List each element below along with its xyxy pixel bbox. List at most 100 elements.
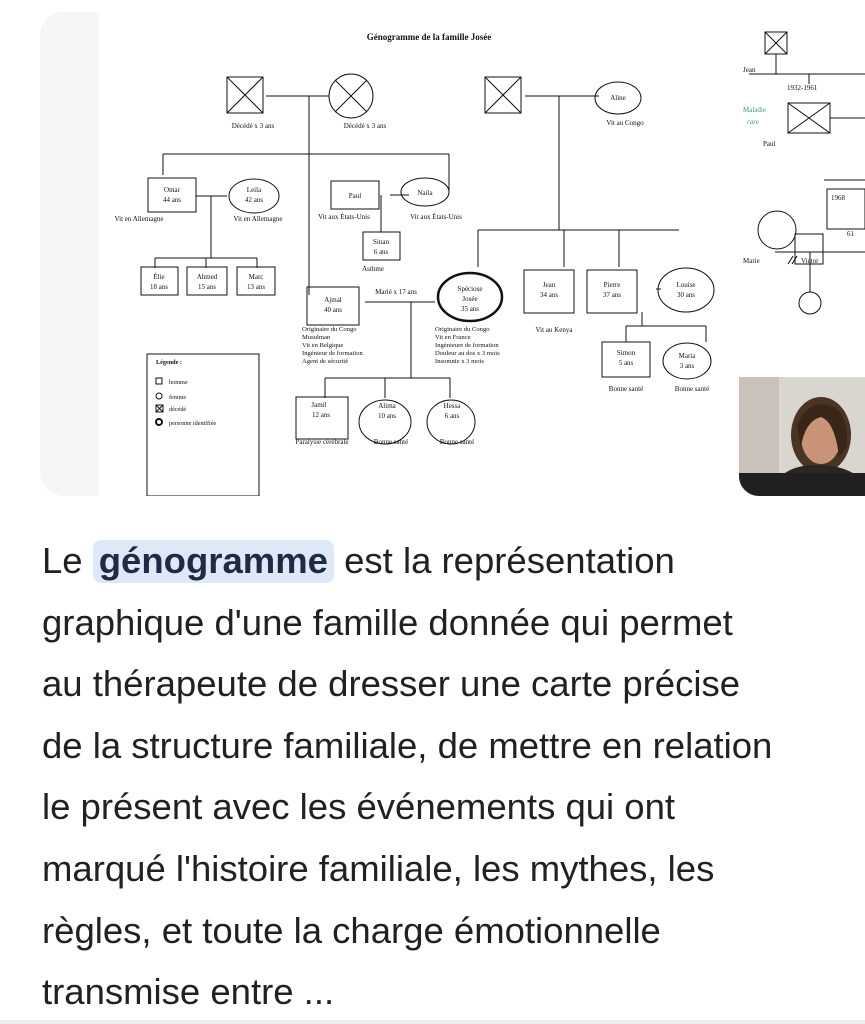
legend-item: décédé <box>169 406 186 413</box>
hessa-age: 6 ans <box>445 412 460 420</box>
ajmal-age: 40 ans <box>324 306 342 314</box>
naila-note: Vit aux États-Unis <box>410 213 462 221</box>
thumbnail-genogram: Jean 1932-1961 Maladie rare Paul 1968 61… <box>743 31 865 315</box>
hessa-name: Hessa <box>444 402 462 410</box>
presenter-photo <box>739 377 865 496</box>
leila-age: 42 ans <box>245 196 263 204</box>
thumb-marie: Marie <box>743 257 760 265</box>
snippet-word-le: Le <box>42 540 83 581</box>
snippet-line-1-rest: est la représentation <box>344 540 675 581</box>
genogram-diagram: Génogramme de la famille Josée Décédé x … <box>115 32 715 496</box>
ajmal-detail: Agent de sécurité <box>302 358 348 365</box>
elie-age: 18 ans <box>150 283 168 291</box>
highlighted-term[interactable]: génogramme <box>92 540 334 583</box>
simon-name: Simon <box>617 349 636 357</box>
speciose-detail: Douleur au dos x 3 mois <box>435 350 500 357</box>
speciose-name: Spéciose <box>458 285 483 293</box>
speciose-age: 35 ans <box>461 305 479 313</box>
jamil-age: 12 ans <box>312 411 330 419</box>
marriage-label: Marié x 17 ans <box>375 288 417 296</box>
jamil-note: Paralysie cérébrale <box>295 438 348 446</box>
legend-item: homme <box>169 379 188 386</box>
snippet-line: marqué l'histoire familiale, les mythes,… <box>42 847 715 889</box>
ajmal-detail: Ingénieur de formation <box>302 350 363 357</box>
ajmal-detail: Musulman <box>302 334 331 341</box>
snippet-line: au thérapeute de dresser une carte préci… <box>42 663 740 705</box>
snippet-line: graphique d'une famille donnée qui perme… <box>42 601 733 643</box>
pierre-age: 37 ans <box>603 291 621 299</box>
thumb-rare: rare <box>747 118 759 126</box>
speciose-detail: Vit en France <box>435 334 471 341</box>
simon-note: Bonne santé <box>609 385 643 393</box>
ajmal-details: Originaire du Congo Musulman Vit en Belg… <box>302 326 363 365</box>
louise-age: 30 ans <box>677 291 695 299</box>
ajmal-detail: Vit en Belgique <box>302 342 343 349</box>
legend-item: femme <box>169 394 186 401</box>
hessa-note: Bonne santé <box>440 438 474 446</box>
paul-name: Paul <box>349 192 362 200</box>
speciose-second-name: Josée <box>462 295 477 303</box>
thumb-victor: Victor <box>801 257 819 265</box>
snippet-line: règles, et toute la charge émotionnelle <box>42 909 661 951</box>
snippet-line: le présent avec les événements qui ont <box>42 786 676 828</box>
marc-name: Marc <box>249 273 264 281</box>
jean-name: Jean <box>543 281 556 289</box>
leila-name: Leila <box>247 186 262 194</box>
legend: Légende : homme femme décédé personne id… <box>156 359 216 427</box>
second-image-thumbnail[interactable]: Jean 1932-1961 Maladie rare Paul 1968 61… <box>739 12 865 496</box>
legend-item: personne identifiée <box>169 420 216 427</box>
jean-age: 34 ans <box>540 291 558 299</box>
sinan-note: Asthme <box>362 265 384 273</box>
snippet-line-1: Le génogramme est la représentation <box>42 530 865 592</box>
thumb-paul: Paul <box>763 140 776 148</box>
elie-name: Élie <box>153 273 164 281</box>
jean-note: Vit au Kenya <box>536 326 574 334</box>
gp2-note: Décédé x 3 ans <box>344 122 387 130</box>
omar-age: 44 ans <box>163 196 181 204</box>
speciose-detail: Insomnie x 3 mois <box>435 358 484 365</box>
jamil-name: Jamil <box>311 401 326 409</box>
sinan-age: 6 ans <box>374 248 389 256</box>
aline-name: Aline <box>610 94 626 102</box>
simon-age: 5 ans <box>619 359 634 367</box>
louise-name: Louise <box>676 281 695 289</box>
alima-note: Bonne santé <box>374 438 408 446</box>
speciose-detail: Originaire du Congo <box>435 326 490 333</box>
thumb-jean: Jean <box>743 66 756 74</box>
omar-name: Omar <box>164 186 181 194</box>
aline-note: Vit au Congo <box>606 119 644 127</box>
marc-age: 13 ans <box>247 283 265 291</box>
omar-note: Vit en Allemagne <box>115 215 164 223</box>
ahmed-name: Ahmed <box>197 273 218 281</box>
alima-name: Alima <box>378 402 396 410</box>
genogram-title: Génogramme de la famille Josée <box>367 32 491 42</box>
legend-title: Légende : <box>156 359 182 366</box>
snippet-line: transmise entre ... <box>42 971 335 1013</box>
snippet-line: de la structure familiale, de mettre en … <box>42 724 773 766</box>
leila-note: Vit en Allemagne <box>234 215 283 223</box>
woman-photo-image <box>739 377 865 496</box>
alima-age: 10 ans <box>378 412 396 420</box>
gp1-note: Décédé x 3 ans <box>232 122 275 130</box>
paul-note: Vit aux États-Unis <box>318 213 370 221</box>
naila-name: Naila <box>417 189 433 197</box>
thumb-maladie: Maladie <box>743 106 766 114</box>
maria-name: Maria <box>679 352 697 360</box>
maria-note: Bonne santé <box>675 385 709 393</box>
bottom-divider <box>0 1020 865 1024</box>
ahmed-age: 15 ans <box>198 283 216 291</box>
thumb-num: 61 <box>847 230 855 238</box>
thumbnail-document: Jean 1932-1961 Maladie rare Paul 1968 61… <box>739 12 865 377</box>
ajmal-name: Ajmal <box>324 296 342 304</box>
search-snippet-text: Le génogramme est la représentation grap… <box>42 530 865 1023</box>
speciose-details: Originaire du Congo Vit en France Ingéni… <box>435 326 500 365</box>
maria-age: 3 ans <box>680 362 695 370</box>
genogram-image-card[interactable]: Génogramme de la famille Josée Décédé x … <box>40 12 730 496</box>
ajmal-detail: Originaire du Congo <box>302 326 357 333</box>
genogram-document: Génogramme de la famille Josée Décédé x … <box>99 12 730 496</box>
speciose-detail: Ingénieure de formation <box>435 342 499 349</box>
sinan-name: Sinan <box>373 238 389 246</box>
thumb-years: 1932-1961 <box>787 84 818 92</box>
thumb-year2: 1968 <box>831 194 846 202</box>
pierre-name: Pierre <box>604 281 621 289</box>
